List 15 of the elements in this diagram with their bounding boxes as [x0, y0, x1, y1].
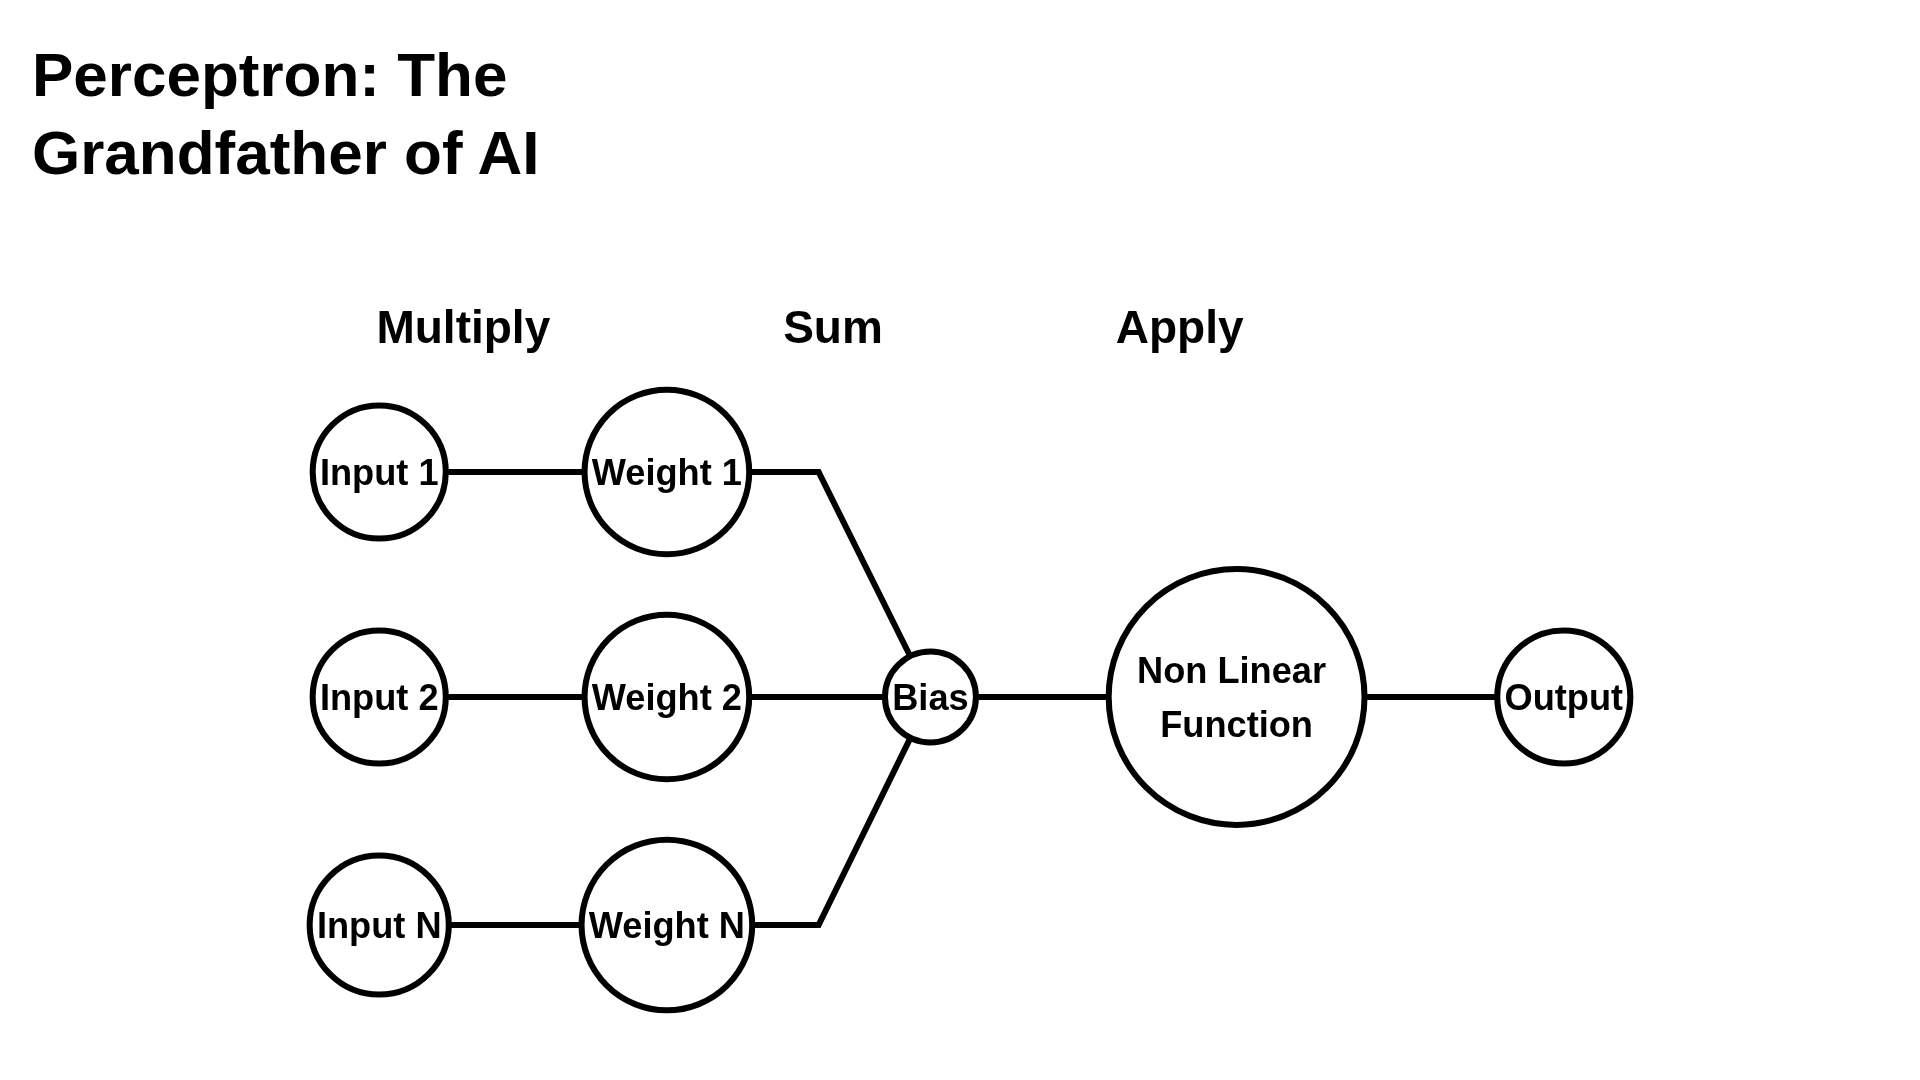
node-circle: Input N	[306, 852, 452, 998]
node-circle: Bias	[881, 648, 979, 746]
connector	[749, 468, 913, 658]
step-label: Apply	[1115, 300, 1244, 354]
node-circle: Non Linear Function	[1105, 566, 1368, 828]
step-label: Sum	[783, 300, 883, 354]
title: Perceptron: The Grandfather of AI	[32, 39, 541, 189]
node-circle: Weight 1	[581, 386, 753, 558]
node-circle: Output	[1494, 627, 1634, 767]
node-circle: Input 2	[309, 627, 449, 767]
connector	[749, 693, 885, 700]
step-label: Multiply	[376, 300, 551, 354]
node-circle: Weight 2	[581, 611, 753, 783]
node-circle: Input 1	[309, 402, 449, 542]
node-circle: Weight N	[578, 836, 756, 1014]
